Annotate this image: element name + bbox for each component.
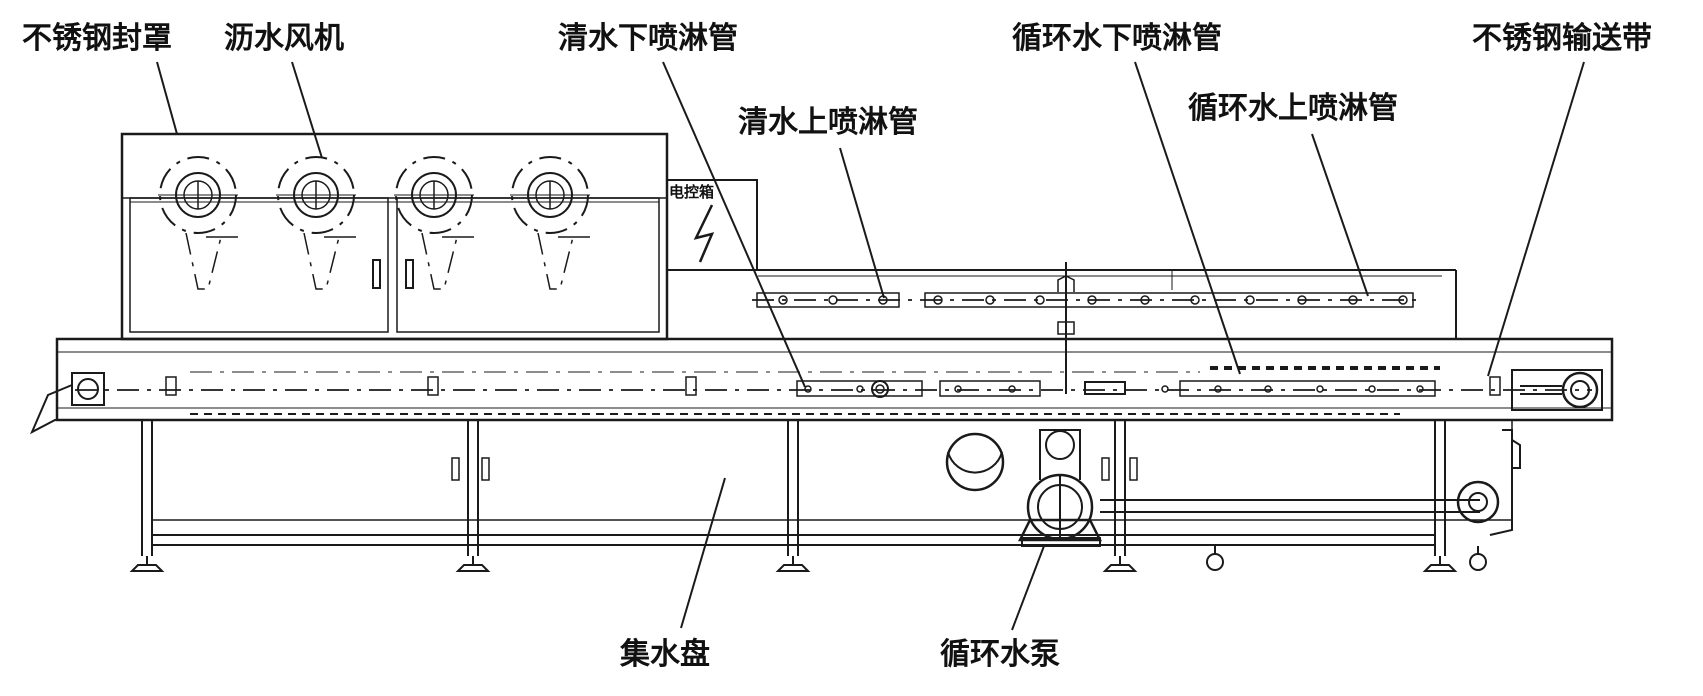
label-recirc-water-upper-spray: 循环水上喷淋管 <box>1188 91 1398 126</box>
spray-housing <box>667 269 1457 339</box>
recirculation-pump <box>945 429 1500 571</box>
fan-3 <box>394 156 474 290</box>
label-recirc-pump: 循环水泵 <box>940 637 1060 672</box>
label-recirc-water-lower-spray: 循环水下喷淋管 <box>1012 21 1222 56</box>
fan-4 <box>510 156 590 290</box>
leader-lines <box>156 61 1585 631</box>
control-box-label: 电控箱 <box>669 183 714 201</box>
fan-2 <box>276 156 356 290</box>
drain-fans <box>158 156 590 290</box>
label-clean-water-lower-spray: 清水下喷淋管 <box>558 21 738 56</box>
support-legs <box>129 420 1458 572</box>
conveyor-frame <box>29 337 1614 435</box>
label-stainless-belt: 不锈钢输送带 <box>1472 21 1652 56</box>
label-drain-fan: 沥水风机 <box>224 21 344 56</box>
upper-spray-pipes <box>752 262 1422 394</box>
label-clean-water-upper-spray: 清水上喷淋管 <box>738 105 918 140</box>
label-stainless-cover: 不锈钢封罩 <box>22 21 172 56</box>
labels: 不锈钢封罩 沥水风机 清水下喷淋管 清水上喷淋管 循环水下喷淋管 循环水上喷淋管… <box>22 21 1652 672</box>
lightning-icon <box>693 204 715 263</box>
water-tray <box>151 419 1521 536</box>
label-water-tray: 集水盘 <box>619 637 710 672</box>
control-box: 电控箱 <box>666 179 758 271</box>
fan-1 <box>158 156 238 290</box>
